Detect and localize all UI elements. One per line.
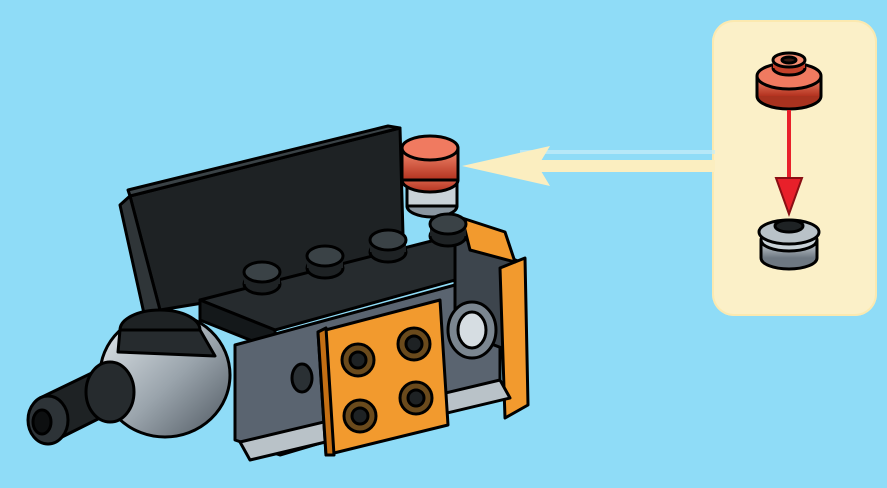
red-round-plate-icon — [757, 53, 821, 109]
engine-assembly-icon — [28, 126, 528, 460]
gray-round-plate-icon — [759, 220, 819, 269]
connector-arrow-icon — [776, 110, 802, 214]
placement-arrow-icon — [462, 146, 715, 186]
